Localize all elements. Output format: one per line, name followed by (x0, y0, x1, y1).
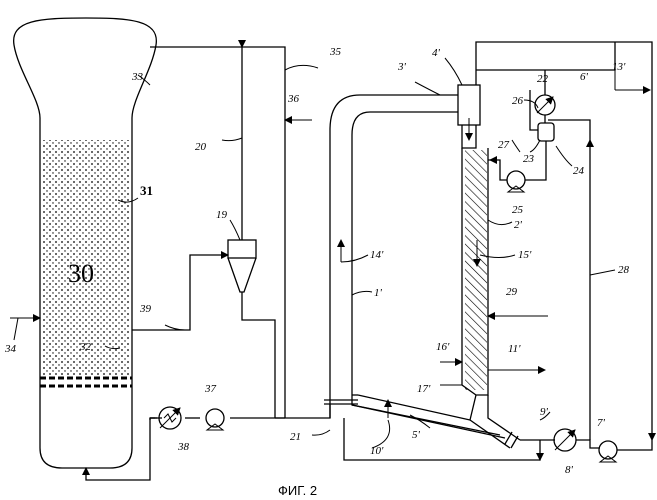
label-23: 23 (523, 153, 535, 165)
label-6p: 6' (580, 71, 589, 83)
line-39 (132, 255, 228, 330)
label-4p: 4' (432, 47, 441, 59)
label-20: 20 (195, 141, 207, 153)
label-3p: 3' (397, 61, 407, 73)
label-22: 22 (537, 73, 549, 85)
label-15p: 15' (518, 249, 532, 261)
label-30: 30 (68, 259, 94, 288)
overhead-condenser-system (488, 70, 555, 192)
label-31: 31 (140, 183, 153, 198)
column-30 (14, 18, 157, 468)
label-21: 21 (290, 431, 301, 443)
label-39: 39 (139, 303, 152, 315)
separator-4 (458, 85, 480, 148)
label-33: 33 (131, 71, 144, 83)
label-34: 34 (4, 343, 17, 355)
stripper-bed (465, 150, 487, 390)
label-16p: 16' (436, 341, 450, 353)
label-10p: 10' (370, 445, 384, 457)
label-24: 24 (573, 165, 585, 177)
label-27: 27 (498, 139, 510, 151)
inclined-line-5 (330, 395, 540, 448)
label-5p: 5' (412, 429, 421, 441)
label-1p: 1' (374, 287, 383, 299)
label-7p: 7' (597, 417, 606, 429)
label-37: 37 (204, 383, 217, 395)
drum-23 (538, 123, 554, 141)
line-21 (275, 400, 330, 418)
stripper-2 (440, 148, 548, 395)
figure-caption: ФИГ. 2 (278, 483, 317, 498)
label-28: 28 (618, 264, 630, 276)
packing-bed-31 (42, 140, 130, 375)
label-29: 29 (506, 286, 518, 298)
right-pump-train (476, 42, 652, 462)
label-19: 19 (216, 209, 228, 221)
label-32: 32 (79, 341, 92, 353)
label-38: 38 (177, 441, 190, 453)
line-6 (476, 42, 615, 70)
label-36: 36 (287, 93, 300, 105)
label-11p: 11' (508, 343, 521, 355)
leader-lines (105, 58, 615, 448)
label-14p: 14' (370, 249, 384, 261)
label-17p: 17' (417, 383, 431, 395)
label-26: 26 (512, 95, 524, 107)
riser-1 (324, 95, 458, 418)
label-35: 35 (329, 46, 342, 58)
label-9p: 9' (540, 406, 549, 418)
label-13p: 13' (612, 61, 626, 73)
cyclone-19 (228, 240, 275, 418)
label-2p: 2' (514, 219, 523, 231)
label-25: 25 (512, 204, 524, 216)
label-8p: 8' (565, 464, 574, 476)
